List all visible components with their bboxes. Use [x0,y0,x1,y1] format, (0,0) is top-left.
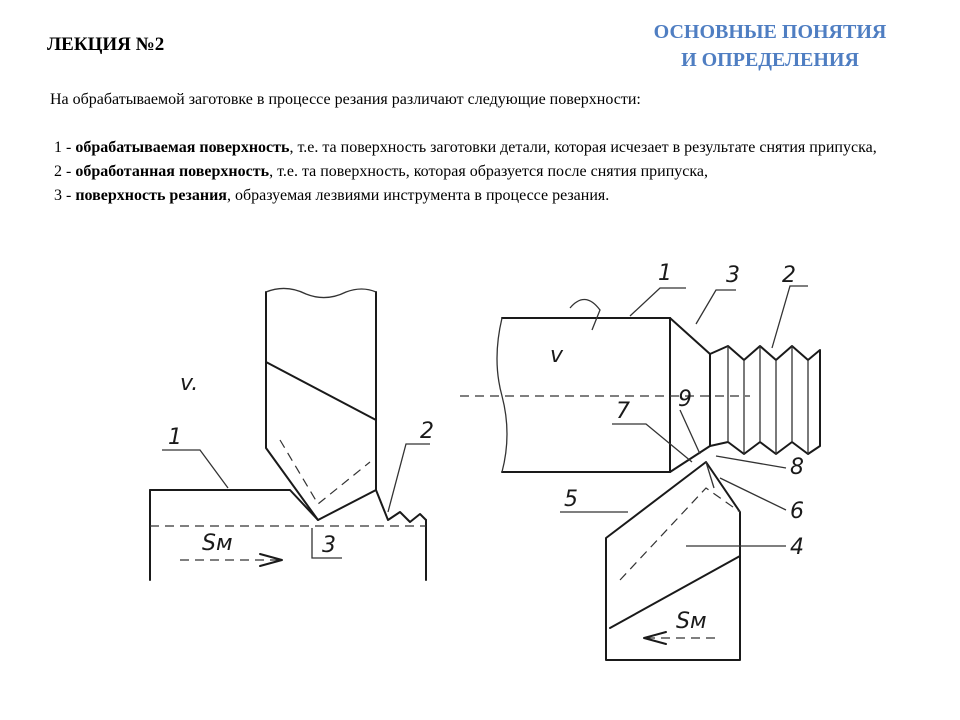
left-label3-box [311,528,342,559]
item-number: 1 - [54,139,76,156]
left-drawing: v. Sм 1 2 3 [149,287,434,581]
left-label-3: 3 [322,533,336,558]
left-label-2: 2 [420,419,434,444]
item-description: , т.е. та поверхность, которая образуетс… [269,163,708,180]
cutting-surfaces-figure: v. Sм 1 2 3 [130,250,830,690]
item-term: обработанная поверхность [75,163,270,180]
right-tool-face-line [609,555,741,629]
right-leader-8 [715,455,787,469]
right-cut-cone [669,317,711,473]
right-tool-tip [705,461,715,489]
right-tool-hidden-edge [619,487,741,581]
right-label-3: 3 [726,263,740,288]
right-tool-body [605,461,741,661]
list-item: 2 - обработанная поверхность, т.е. та по… [50,160,930,184]
cutting-surfaces-drawing: v. Sм 1 2 3 [149,261,821,661]
item-description: , т.е. та поверхность заготовки детали, … [289,139,877,156]
left-workpiece-top [149,489,319,521]
right-leader-7 [612,423,693,463]
intro-paragraph: На обрабатываемой заготовке в процессе р… [50,91,641,108]
right-leader-6 [719,477,787,511]
left-feed-label: Sм [202,531,233,556]
left-leader-2 [387,443,430,513]
right-label-9: 9 [678,387,692,412]
right-rotation-arrow [569,298,601,331]
right-leader-1 [629,287,686,317]
surface-list: 1 - обрабатываемая поверхность, т.е. та … [50,136,930,208]
item-term: поверхность резания [75,187,227,204]
item-number: 3 - [54,187,76,204]
right-leader-3 [695,289,736,325]
right-leader-2 [771,285,808,349]
left-label-1: 1 [168,425,182,450]
lecture-label: ЛЕКЦИЯ №2 [47,34,165,55]
slide-title-line2: И ОПРЕДЕЛЕНИЯ [681,49,859,71]
right-leader-9 [679,409,701,455]
right-feed-label: Sм [676,609,707,634]
right-drawing: v Sм 1 3 2 7 9 8 6 [460,261,821,661]
left-workpiece-surface [375,489,427,523]
item-term: обрабатываемая поверхность [75,139,290,156]
right-label-4: 4 [790,535,804,560]
slide-title: ОСНОВНЫЕ ПОНЯТИЯ И ОПРЕДЕЛЕНИЯ [620,18,920,74]
left-feed-arrowhead [259,553,283,567]
right-feed-arrowhead [643,631,667,645]
item-number: 2 - [54,163,76,180]
right-speed-label: v [550,343,564,368]
list-item: 3 - поверхность резания, образуемая лезв… [50,184,930,208]
left-tool-face-line [265,361,377,421]
right-label-7: 7 [616,399,630,424]
left-leader-1 [162,449,229,489]
right-workpiece-left-break [496,317,508,473]
right-label-5: 5 [564,487,578,512]
right-thread [709,345,821,455]
item-description: , образуемая лезвиями инструмента в проц… [226,187,610,204]
right-label-1: 1 [658,261,672,286]
list-item: 1 - обрабатываемая поверхность, т.е. та … [50,136,930,160]
left-tool-body [265,291,377,521]
left-speed-label: v. [180,371,198,396]
right-label-2: 2 [782,263,796,288]
left-tool-break [265,287,377,299]
right-label-8: 8 [790,455,804,480]
right-label-6: 6 [790,499,804,524]
slide-title-line1: ОСНОВНЫЕ ПОНЯТИЯ [653,21,887,43]
